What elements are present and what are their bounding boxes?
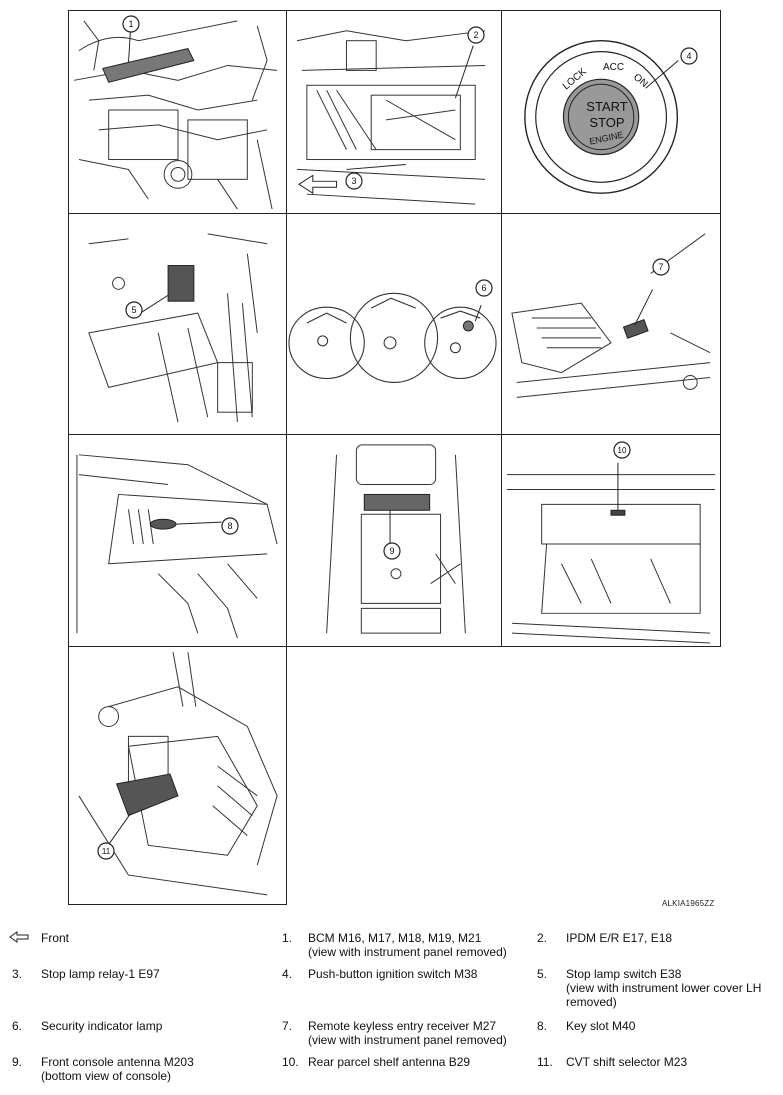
legend-text: Security indicator lamp xyxy=(41,1019,163,1033)
bcm-illustration xyxy=(73,20,278,210)
legend-num: 1. xyxy=(282,931,293,945)
parcel-antenna-illustration xyxy=(506,462,716,644)
legend-text: Remote keyless entry receiver M27 (view … xyxy=(308,1019,507,1047)
console-antenna-illustration xyxy=(326,444,466,634)
panel-key-slot xyxy=(68,434,287,647)
legend-num: 10. xyxy=(282,1055,299,1069)
ignition-switch-illustration xyxy=(524,40,679,194)
legend-num: 7. xyxy=(282,1019,293,1033)
keyless-receiver-illustration xyxy=(511,233,711,398)
shift-selector-illustration xyxy=(78,652,278,896)
legend-text: Stop lamp relay-1 E97 xyxy=(41,967,160,981)
panel-console-antenna xyxy=(286,434,502,647)
stop-lamp-switch-illustration xyxy=(88,233,268,423)
legend-num: 11. xyxy=(537,1055,553,1069)
legend-text: CVT shift selector M23 xyxy=(566,1055,688,1069)
legend-text: Front console antenna M203 (bottom view … xyxy=(41,1055,194,1083)
key-slot-illustration xyxy=(76,454,278,639)
panel-security-lamp xyxy=(286,213,502,435)
panel-bcm xyxy=(68,10,287,214)
legend-num: 9. xyxy=(12,1055,23,1069)
front-label: Front xyxy=(41,931,70,945)
legend-text: Push-button ignition switch M38 xyxy=(308,967,478,981)
panel-parcel-antenna xyxy=(501,434,721,647)
panel-keyless-receiver xyxy=(501,213,721,435)
legend-text: IPDM E/R E17, E18 xyxy=(566,931,673,945)
legend-num: 3. xyxy=(12,967,23,981)
legend-text: BCM M16, M17, M18, M19, M21 (view with i… xyxy=(308,931,507,959)
legend: Front 1. BCM M16, M17, M18, M19, M21 (vi… xyxy=(0,928,783,1093)
legend-text: Stop lamp switch E38 (view with instrume… xyxy=(566,967,762,1009)
legend-num: 2. xyxy=(537,931,548,945)
panel-stop-lamp-switch xyxy=(68,213,287,435)
legend-num: 5. xyxy=(537,967,548,981)
legend-num: 6. xyxy=(12,1019,23,1033)
figure-code: ALKIA1965ZZ xyxy=(662,899,715,908)
panel-ignition-switch xyxy=(501,10,721,214)
panel-ipdm xyxy=(286,10,502,214)
panel-shift-selector xyxy=(68,646,287,905)
legend-text: Rear parcel shelf antenna B29 xyxy=(308,1055,471,1069)
front-arrow-icon xyxy=(9,931,29,943)
legend-text: Key slot M40 xyxy=(566,1019,636,1033)
ipdm-illustration xyxy=(296,30,486,205)
legend-num: 4. xyxy=(282,967,293,981)
meter-cluster-illustration xyxy=(288,292,497,383)
figure-grid xyxy=(68,10,721,905)
legend-num: 8. xyxy=(537,1019,548,1033)
